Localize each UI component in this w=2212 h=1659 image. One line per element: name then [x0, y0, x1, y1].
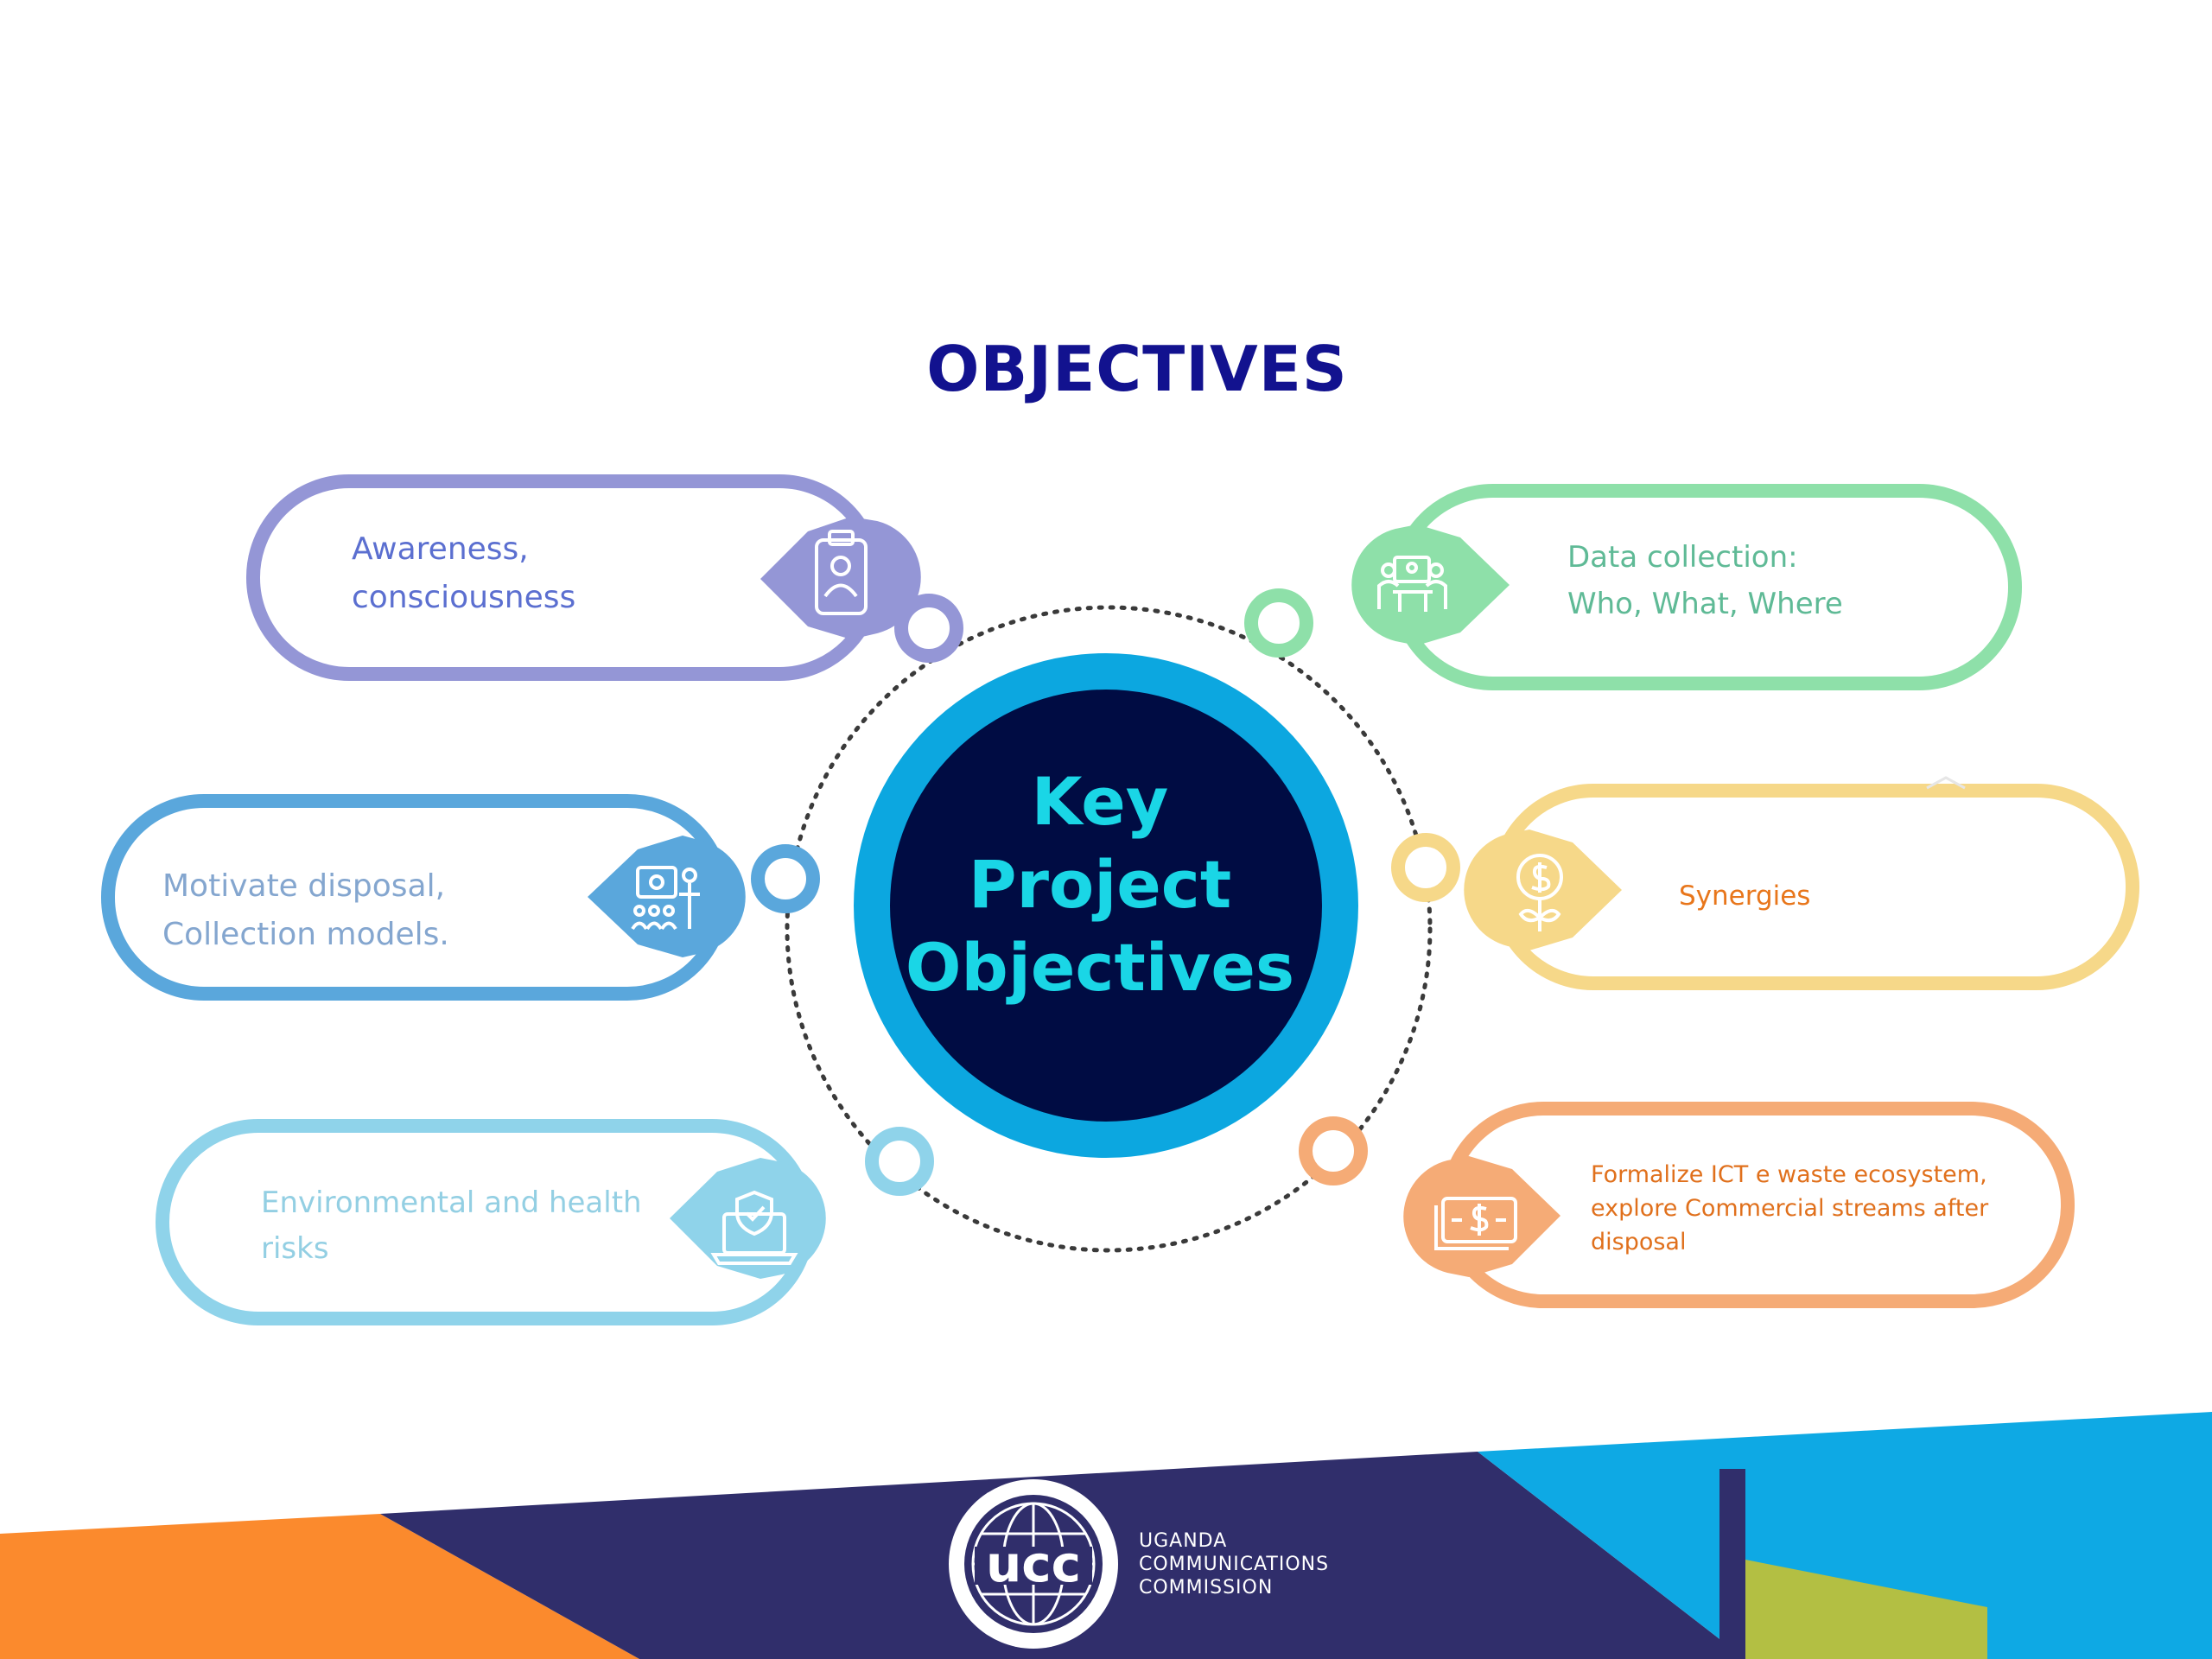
- connector-node: [894, 594, 963, 663]
- connector-node: [865, 1127, 934, 1196]
- center-circle-inner: [890, 690, 1322, 1122]
- footer-orange-shape: [0, 1514, 639, 1659]
- objective-text-formalize: Formalize ICT e waste ecosystem,explore …: [1591, 1161, 1989, 1256]
- decorative-mark: [1926, 776, 1966, 790]
- page-title: OBJECTIVES: [926, 333, 1348, 405]
- dotted-orbit-ring: [785, 605, 1433, 1253]
- connector-node: [751, 844, 820, 913]
- clipboard-user-icon: [760, 517, 921, 639]
- objective-text-data-collection: Data collection:Who, What, Where: [1567, 540, 1843, 622]
- objective-pill-data-collection: [1244, 484, 2022, 690]
- center-label: Key Project Objectives: [905, 763, 1295, 1006]
- objective-pill-formalize: [1299, 1102, 2075, 1308]
- ucc-logo: ucc: [949, 1479, 1118, 1649]
- connector-node: [1391, 833, 1460, 902]
- svg-text:ucc: ucc: [986, 1535, 1081, 1593]
- objective-text-synergies: Synergies: [1679, 880, 1811, 912]
- objective-pill-awareness: [246, 474, 963, 681]
- footer-navy-strip: [1719, 1469, 1745, 1659]
- objective-text-motivate-disposal: Motivate disposal,Collection models.: [162, 868, 449, 952]
- footer-blue-shape: [1478, 1412, 2212, 1659]
- objective-pill-environmental: [156, 1119, 934, 1325]
- footer-band: ucc: [0, 1412, 2212, 1659]
- connector-node: [1244, 588, 1313, 658]
- ucc-logo-text: UGANDA COMMUNICATIONS COMMISSION: [1139, 1530, 1330, 1599]
- objective-text-awareness: Awareness,consciousness: [352, 531, 576, 615]
- objective-pill-motivate-disposal: [101, 794, 820, 1001]
- footer-olive-shape: [1745, 1560, 1987, 1659]
- objective-pill-synergies: [1391, 784, 2139, 990]
- laptop-shield-icon: [670, 1158, 826, 1279]
- connector-node: [1299, 1116, 1368, 1185]
